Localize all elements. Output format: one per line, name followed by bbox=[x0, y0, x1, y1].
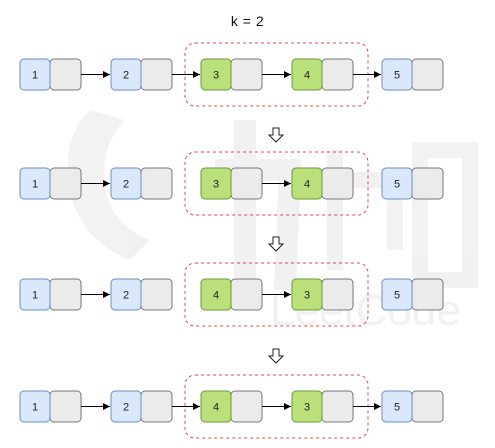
node-value-cell bbox=[110, 58, 142, 91]
node-value: 2 bbox=[123, 70, 129, 82]
diagram-title: k = 2 bbox=[230, 13, 265, 29]
node-value-cell bbox=[291, 278, 323, 311]
list-node: 4 bbox=[291, 58, 354, 91]
node-value-cell bbox=[200, 278, 232, 311]
node-next-cell bbox=[230, 390, 263, 423]
node-value: 2 bbox=[123, 290, 129, 302]
node-value-cell bbox=[110, 278, 142, 311]
list-node: 5 bbox=[381, 58, 444, 91]
node-value-cell bbox=[381, 167, 413, 200]
list-node: 2 bbox=[110, 390, 173, 423]
list-row: 1 2 4 3 5 bbox=[19, 262, 444, 327]
list-row: 1 2 3 4 5 bbox=[19, 151, 444, 216]
node-value: 3 bbox=[213, 179, 219, 191]
node-value: 3 bbox=[213, 70, 219, 82]
list-node: 5 bbox=[381, 390, 444, 423]
node-next-cell bbox=[321, 58, 354, 91]
node-next-cell bbox=[321, 278, 354, 311]
list-node: 3 bbox=[291, 390, 354, 423]
list-node: 1 bbox=[19, 58, 82, 91]
node-value-cell bbox=[19, 167, 51, 200]
node-next-cell bbox=[49, 390, 82, 423]
node-value: 4 bbox=[213, 402, 219, 414]
node-value-cell bbox=[19, 278, 51, 311]
node-value: 4 bbox=[304, 179, 310, 191]
node-next-cell bbox=[411, 167, 444, 200]
node-value: 4 bbox=[304, 70, 310, 82]
step-down-arrow-icon bbox=[267, 127, 285, 143]
list-node: 2 bbox=[110, 58, 173, 91]
node-next-cell bbox=[140, 278, 173, 311]
node-value: 1 bbox=[32, 402, 38, 414]
list-node: 5 bbox=[381, 278, 444, 311]
list-node: 2 bbox=[110, 278, 173, 311]
node-value-cell bbox=[19, 58, 51, 91]
node-next-cell bbox=[140, 58, 173, 91]
node-next-cell bbox=[411, 278, 444, 311]
node-next-cell bbox=[49, 278, 82, 311]
reversed-group-border bbox=[184, 262, 369, 327]
node-value: 3 bbox=[304, 402, 310, 414]
node-next-cell bbox=[411, 58, 444, 91]
list-row: 1 2 4 3 5 bbox=[19, 374, 444, 439]
node-value: 5 bbox=[394, 402, 400, 414]
node-value-cell bbox=[200, 167, 232, 200]
node-value: 2 bbox=[123, 402, 129, 414]
list-node: 2 bbox=[110, 167, 173, 200]
list-node: 4 bbox=[291, 167, 354, 200]
node-next-cell bbox=[140, 167, 173, 200]
node-next-cell bbox=[230, 278, 263, 311]
step-down-arrow-icon bbox=[267, 348, 285, 364]
list-node: 1 bbox=[19, 167, 82, 200]
node-value-cell bbox=[19, 390, 51, 423]
node-value: 5 bbox=[394, 290, 400, 302]
list-node: 5 bbox=[381, 167, 444, 200]
node-value-cell bbox=[200, 58, 232, 91]
list-node: 4 bbox=[200, 278, 263, 311]
node-next-cell bbox=[411, 390, 444, 423]
list-node: 1 bbox=[19, 390, 82, 423]
list-row: 1 2 3 4 5 bbox=[19, 42, 444, 107]
step-down-arrow-icon bbox=[267, 236, 285, 252]
node-value-cell bbox=[381, 278, 413, 311]
reversed-group-border bbox=[184, 151, 369, 216]
node-value-cell bbox=[381, 58, 413, 91]
list-node: 3 bbox=[200, 167, 263, 200]
node-value: 1 bbox=[32, 70, 38, 82]
node-next-cell bbox=[230, 58, 263, 91]
node-value: 2 bbox=[123, 179, 129, 191]
node-value-cell bbox=[381, 390, 413, 423]
list-node: 4 bbox=[200, 390, 263, 423]
node-next-cell bbox=[321, 390, 354, 423]
node-value: 5 bbox=[394, 70, 400, 82]
node-value-cell bbox=[110, 390, 142, 423]
list-node: 1 bbox=[19, 278, 82, 311]
node-value-cell bbox=[110, 167, 142, 200]
node-next-cell bbox=[321, 167, 354, 200]
node-value: 1 bbox=[32, 290, 38, 302]
list-node: 3 bbox=[291, 278, 354, 311]
node-next-cell bbox=[49, 167, 82, 200]
node-value: 3 bbox=[304, 290, 310, 302]
node-next-cell bbox=[49, 58, 82, 91]
node-value-cell bbox=[291, 167, 323, 200]
list-node: 3 bbox=[200, 58, 263, 91]
node-value-cell bbox=[200, 390, 232, 423]
node-next-cell bbox=[140, 390, 173, 423]
node-value-cell bbox=[291, 58, 323, 91]
node-value: 4 bbox=[213, 290, 219, 302]
node-value-cell bbox=[291, 390, 323, 423]
node-value: 5 bbox=[394, 179, 400, 191]
node-value: 1 bbox=[32, 179, 38, 191]
node-next-cell bbox=[230, 167, 263, 200]
